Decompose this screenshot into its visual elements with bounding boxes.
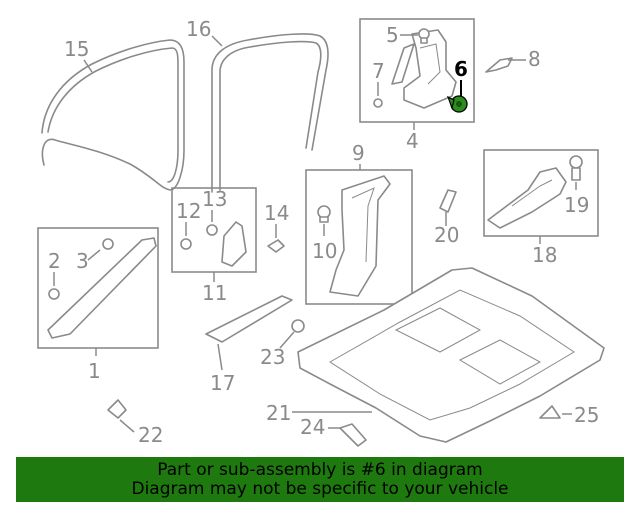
- callout-3[interactable]: 3: [76, 249, 89, 273]
- callout-1[interactable]: 1: [88, 359, 101, 383]
- part-6-clip-highlighted[interactable]: [446, 95, 468, 113]
- part-info-banner: Part or sub-assembly is #6 in diagram Di…: [16, 457, 624, 502]
- callout-10[interactable]: 10: [312, 239, 337, 263]
- part-11-trim[interactable]: [221, 221, 247, 267]
- part-25-clip[interactable]: [539, 405, 561, 419]
- callout-5[interactable]: 5: [386, 23, 399, 47]
- parts-diagram: 15 16 5 6 7 4 8: [37, 17, 605, 447]
- part-23-clip[interactable]: [291, 319, 305, 333]
- callout-21[interactable]: 21: [266, 401, 291, 425]
- part-13-clip[interactable]: [206, 224, 218, 236]
- part-16-weatherstrip[interactable]: [211, 33, 329, 193]
- part-24-clip[interactable]: [339, 423, 367, 447]
- part-9-pillar-trim[interactable]: [329, 175, 391, 297]
- part-3-clip[interactable]: [102, 238, 114, 250]
- callout-6[interactable]: 6: [454, 57, 468, 81]
- callout-8[interactable]: 8: [528, 47, 541, 71]
- callout-11[interactable]: 11: [202, 281, 227, 305]
- callout-15[interactable]: 15: [64, 37, 89, 61]
- part-4-pillar-trim[interactable]: [403, 29, 457, 109]
- part-10-clip[interactable]: [317, 205, 331, 223]
- part-20-bracket[interactable]: [439, 189, 457, 213]
- part-17-sill-plate[interactable]: [205, 295, 293, 343]
- part-14-clip[interactable]: [267, 239, 285, 253]
- part-19-clip[interactable]: [569, 155, 583, 181]
- part-2-clip[interactable]: [48, 288, 60, 300]
- callout-19[interactable]: 19: [564, 193, 589, 217]
- callout-20[interactable]: 20: [434, 223, 459, 247]
- assembly-box-18: [483, 149, 599, 237]
- callout-12[interactable]: 12: [176, 199, 201, 223]
- banner-line-1: Part or sub-assembly is #6 in diagram: [157, 459, 483, 480]
- callout-14[interactable]: 14: [264, 201, 289, 225]
- assembly-box-9: [305, 169, 413, 305]
- part-5-clip[interactable]: [418, 28, 430, 44]
- callout-23[interactable]: 23: [260, 345, 285, 369]
- callout-16[interactable]: 16: [186, 17, 211, 41]
- callout-7[interactable]: 7: [372, 59, 385, 83]
- assembly-box-1: [37, 227, 159, 349]
- callout-24[interactable]: 24: [300, 415, 325, 439]
- banner-line-2: Diagram may not be specific to your vehi…: [131, 478, 509, 499]
- callout-25[interactable]: 25: [574, 403, 599, 427]
- assembly-box-4: [359, 18, 475, 123]
- callout-22[interactable]: 22: [138, 423, 163, 447]
- part-18-pillar-trim[interactable]: [487, 167, 567, 229]
- part-12-clip[interactable]: [180, 238, 192, 250]
- callout-17[interactable]: 17: [210, 371, 235, 395]
- part-22-clip[interactable]: [107, 399, 127, 419]
- part-8-bracket[interactable]: [485, 57, 513, 73]
- part-1-sill-trim[interactable]: [47, 237, 157, 339]
- part-7-pad[interactable]: [373, 43, 415, 108]
- callout-4[interactable]: 4: [406, 129, 419, 153]
- part-15-weatherstrip[interactable]: [41, 39, 185, 191]
- callout-9[interactable]: 9: [352, 141, 365, 165]
- callout-2[interactable]: 2: [48, 249, 61, 273]
- callout-18[interactable]: 18: [532, 243, 557, 267]
- part-21-floor-carpet[interactable]: [297, 267, 605, 443]
- callout-13[interactable]: 13: [202, 187, 227, 211]
